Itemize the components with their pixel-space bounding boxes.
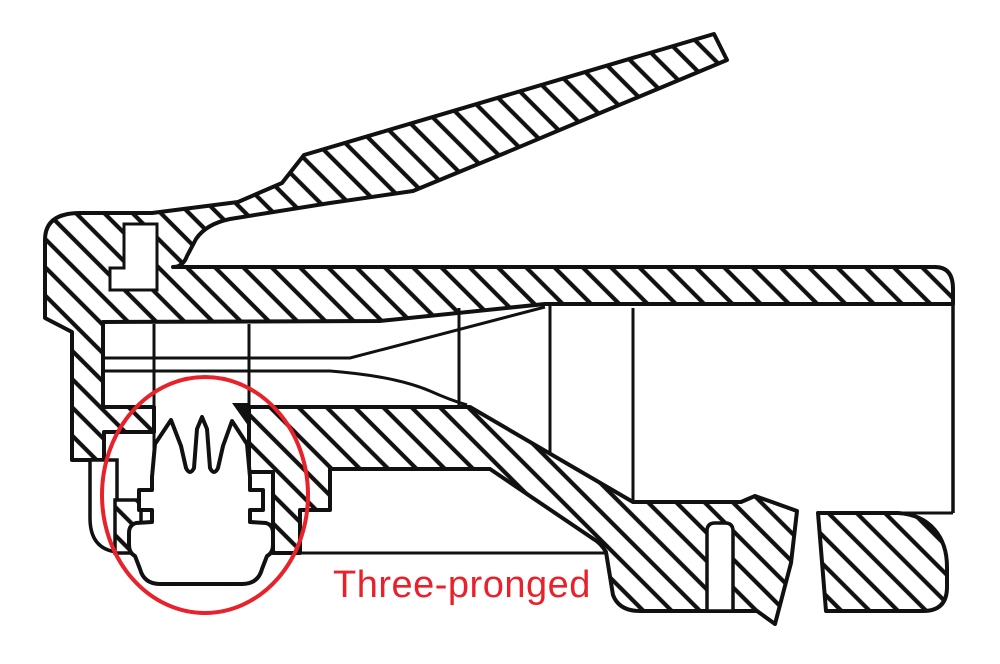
annotation-ellipse	[100, 375, 310, 615]
lower-housing-and-bottom-wall	[247, 405, 799, 626]
window-corner-wedge	[232, 403, 249, 427]
plug-body-and-latch-arm	[43, 32, 955, 462]
front-block-slot	[108, 222, 159, 292]
wire-line-upper-and-funnel	[103, 305, 546, 360]
bottom-wall-slot	[705, 521, 735, 613]
annotation-label: Three-pronged	[333, 564, 591, 606]
three-pronged-contact-pin	[127, 415, 275, 586]
wire-line-lower-and-funnel	[103, 369, 468, 407]
bottom-wall-rear-block	[816, 511, 949, 613]
